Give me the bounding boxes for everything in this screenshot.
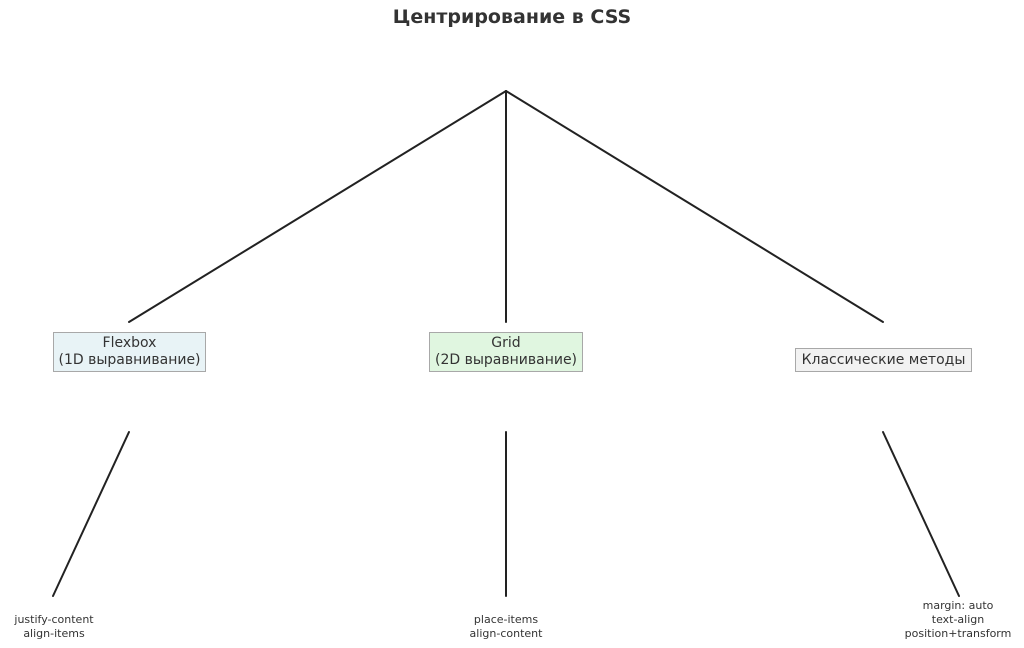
node-grid-label: Grid bbox=[491, 335, 521, 351]
leaf-flexbox-item: align-items bbox=[23, 627, 85, 640]
leaf-flexbox: justify-content align-items bbox=[0, 613, 108, 641]
leaf-grid-item: align-content bbox=[469, 627, 543, 640]
edge-root-classic bbox=[505, 90, 884, 323]
node-classic-label: Классические методы bbox=[801, 351, 966, 368]
edge-classic-leaf bbox=[882, 431, 960, 597]
leaf-classic-item: margin: auto bbox=[922, 599, 994, 612]
diagram-title: Центрирование в CSS bbox=[392, 6, 632, 28]
node-classic: Классические методы bbox=[795, 348, 972, 372]
node-flexbox-label: Flexbox bbox=[102, 335, 157, 351]
leaf-classic-item: text-align bbox=[931, 613, 985, 626]
node-grid: Grid (2D выравнивание) bbox=[429, 332, 583, 372]
node-flexbox-sublabel: (1D выравнивание) bbox=[58, 352, 201, 368]
leaf-classic: margin: auto text-align position+transfo… bbox=[896, 599, 1020, 641]
leaf-classic-item: position+transform bbox=[904, 627, 1012, 640]
node-flexbox: Flexbox (1D выравнивание) bbox=[53, 332, 206, 372]
leaf-grid-item: place-items bbox=[473, 613, 539, 626]
leaf-grid: place-items align-content bbox=[446, 613, 566, 641]
node-grid-sublabel: (2D выравнивание) bbox=[434, 352, 578, 368]
edge-flexbox-leaf bbox=[52, 431, 130, 597]
edge-root-flexbox bbox=[128, 90, 507, 323]
leaf-flexbox-item: justify-content bbox=[14, 613, 94, 626]
